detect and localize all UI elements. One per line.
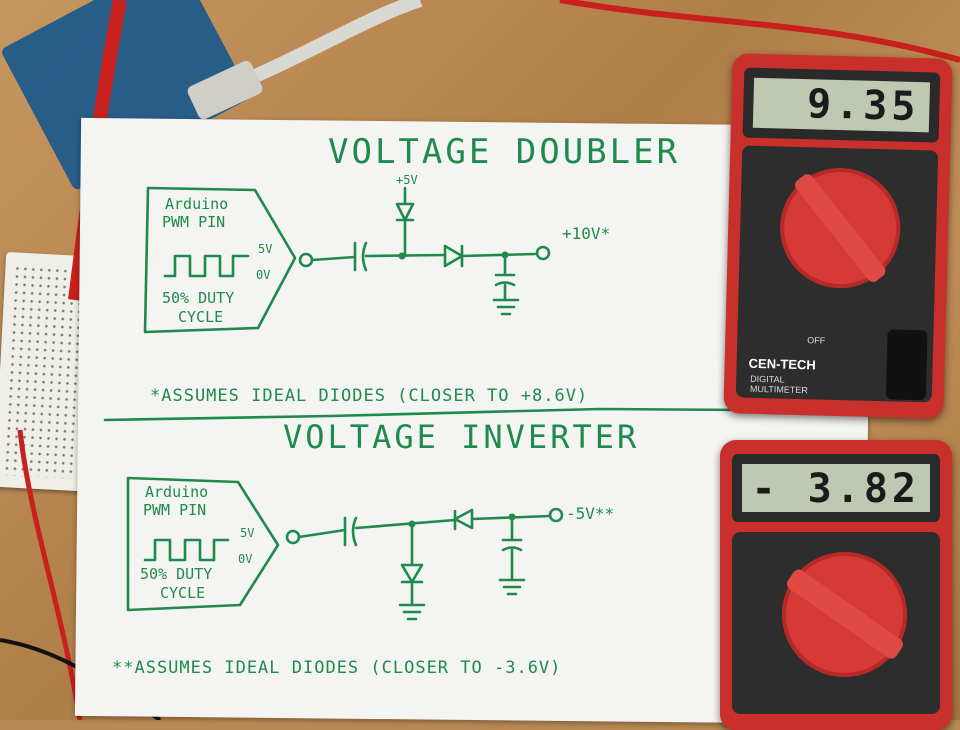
inverter-diode-horizontal bbox=[453, 508, 552, 531]
inverter-level-high: 5V bbox=[240, 526, 255, 540]
usb-plug bbox=[187, 60, 263, 120]
rotary-dial[interactable] bbox=[782, 552, 907, 677]
inverter-square-wave bbox=[143, 538, 230, 562]
inverter-wire-mid bbox=[354, 518, 457, 530]
inverter-box-arduino: Arduino bbox=[145, 483, 209, 501]
doubler-supply-label: +5V bbox=[396, 173, 418, 187]
inverter-level-low: 0V bbox=[238, 552, 253, 566]
doubler-level-low: 0V bbox=[256, 268, 271, 282]
doubler-output-node bbox=[535, 245, 551, 261]
multimeter-bottom: - 3.82 bbox=[720, 440, 952, 730]
dial-knob[interactable] bbox=[784, 567, 906, 661]
multimeter-top: 9.35 CEN-TECH DIGITAL MULTIMETER OFF bbox=[723, 53, 953, 419]
doubler-output-capacitor-ground bbox=[492, 253, 520, 316]
dial-knob[interactable] bbox=[792, 171, 888, 285]
inverter-input-node bbox=[285, 529, 301, 545]
inverter-box-cycle: CYCLE bbox=[160, 584, 206, 602]
inverter-box-duty: 50% DUTY bbox=[140, 565, 213, 583]
lcd-reading-bottom: - 3.82 bbox=[742, 464, 930, 512]
inverter-note: **ASSUMES IDEAL DIODES (CLOSER TO -3.6V) bbox=[112, 658, 562, 678]
red-wire-bottom bbox=[17, 429, 83, 720]
inverter-box-pwm-pin: PWM PIN bbox=[143, 501, 207, 519]
doubler-wire-in bbox=[310, 255, 357, 262]
doubler-box-pwm-pin: PWM PIN bbox=[162, 213, 226, 231]
lcd-reading-top: 9.35 bbox=[752, 77, 931, 133]
doubler-box-arduino: Arduino bbox=[165, 195, 229, 213]
doubler-square-wave bbox=[163, 254, 250, 278]
doubler-pwm-box bbox=[143, 186, 297, 334]
red-lead-top bbox=[559, 0, 960, 63]
dial-panel: CEN-TECH DIGITAL MULTIMETER OFF bbox=[735, 145, 939, 403]
doubler-diode-vertical bbox=[395, 186, 415, 258]
doubler-diode-horizontal bbox=[443, 244, 537, 268]
doubler-capacitor bbox=[353, 241, 368, 272]
inverter-capacitor bbox=[343, 516, 358, 547]
display-bezel: - 3.82 bbox=[732, 454, 940, 522]
black-probe-plug bbox=[885, 329, 928, 401]
section-divider bbox=[103, 407, 747, 422]
doubler-input-node bbox=[298, 252, 314, 268]
doubler-title: VOLTAGE DOUBLER bbox=[328, 132, 681, 172]
label-multimeter: MULTIMETER bbox=[749, 383, 808, 396]
doubler-box-cycle: CYCLE bbox=[178, 308, 224, 326]
inverter-output-capacitor-ground bbox=[498, 515, 526, 596]
inverter-pwm-box bbox=[126, 476, 280, 612]
inverter-wire-in bbox=[297, 528, 347, 539]
brand-label: CEN-TECH bbox=[748, 355, 816, 373]
inverter-output-label: -5V** bbox=[566, 504, 615, 523]
rotary-dial[interactable] bbox=[778, 166, 902, 290]
doubler-output-label: +10V* bbox=[562, 224, 611, 243]
inverter-diode-ground bbox=[398, 522, 426, 621]
doubler-note: *ASSUMES IDEAL DIODES (CLOSER TO +8.6V) bbox=[150, 386, 589, 406]
doubler-box-duty: 50% DUTY bbox=[162, 289, 235, 307]
display-bezel: 9.35 bbox=[742, 67, 941, 143]
inverter-output-node bbox=[548, 507, 564, 523]
off-label: OFF bbox=[807, 335, 826, 346]
doubler-level-high: 5V bbox=[258, 242, 273, 256]
inverter-title: VOLTAGE INVERTER bbox=[283, 418, 640, 456]
dial-panel bbox=[732, 532, 940, 714]
